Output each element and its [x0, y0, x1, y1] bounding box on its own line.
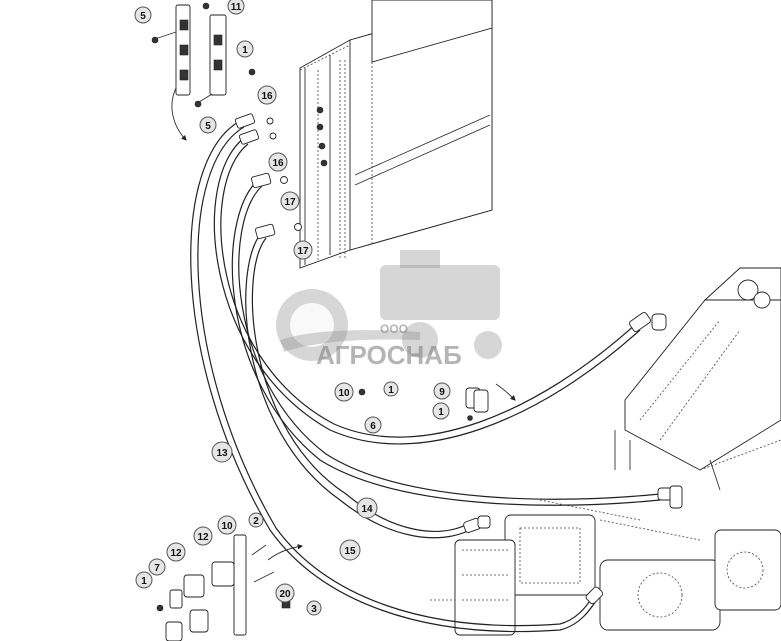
callout: 13	[211, 441, 233, 463]
callout: 1	[135, 571, 153, 589]
callout: 3	[306, 600, 322, 616]
hose-13	[190, 120, 599, 633]
svg-text:9: 9	[439, 387, 445, 398]
callout: 5	[134, 6, 152, 24]
callout: 12	[193, 526, 213, 546]
gear-harvester-logo-icon	[276, 250, 502, 361]
svg-text:11: 11	[231, 2, 242, 13]
svg-text:6: 6	[370, 421, 376, 432]
svg-text:17: 17	[297, 246, 309, 257]
callout: 17	[280, 191, 300, 211]
svg-text:16: 16	[261, 91, 273, 102]
svg-text:5: 5	[140, 11, 146, 22]
callout: 2	[248, 512, 264, 528]
svg-text:12: 12	[197, 532, 209, 543]
callout: 6	[364, 416, 382, 434]
callout: 10	[217, 515, 237, 535]
hose-15	[245, 231, 471, 539]
svg-text:1: 1	[242, 45, 248, 56]
callout: 1	[432, 402, 450, 420]
svg-text:10: 10	[221, 521, 233, 532]
callout: 10	[334, 382, 354, 402]
svg-text:1: 1	[141, 576, 147, 587]
svg-text:20: 20	[279, 589, 291, 600]
callout: 15	[339, 539, 361, 561]
callout: 5	[199, 116, 217, 134]
callout: 7	[148, 558, 166, 576]
watermark-brand: АГРОСНАБ	[316, 340, 462, 370]
machine-frame-assembly	[614, 267, 781, 491]
o-rings	[266, 106, 328, 231]
watermark-prefix: ООО	[380, 322, 408, 336]
callout: 16	[268, 152, 288, 172]
svg-text:10: 10	[338, 388, 350, 399]
svg-text:17: 17	[284, 197, 296, 208]
svg-text:13: 13	[216, 448, 228, 459]
svg-text:14: 14	[361, 504, 373, 515]
callout: 14	[356, 497, 378, 519]
hose-14	[231, 179, 661, 506]
bottom-bracket-assembly	[156, 534, 304, 641]
callout: 20	[275, 583, 295, 603]
svg-text:5: 5	[205, 121, 211, 132]
svg-text:15: 15	[344, 546, 356, 557]
callout: 9	[433, 382, 451, 400]
callout: 16	[257, 85, 277, 105]
watermark-logo: ООО АГРОСНАБ	[276, 250, 502, 370]
svg-text:2: 2	[253, 516, 259, 527]
callout: 17	[293, 240, 313, 260]
callout: 11	[227, 0, 245, 15]
svg-text:3: 3	[311, 604, 317, 615]
callout: 12	[166, 542, 186, 562]
callout: 1	[383, 381, 399, 397]
top-clamp-assembly	[151, 2, 256, 141]
svg-text:12: 12	[170, 548, 182, 559]
svg-text:16: 16	[272, 158, 284, 169]
callout: 1	[236, 40, 254, 58]
middle-clamp-parts	[358, 383, 516, 421]
hose-6	[213, 137, 641, 445]
callout-labels: 5 11 1 5 16 16 17 17 10 1 9 1 6 13 14 15…	[134, 0, 451, 616]
svg-text:1: 1	[438, 407, 444, 418]
cooler-radiator	[299, 0, 493, 269]
svg-text:7: 7	[154, 563, 160, 574]
hose-fittings	[234, 113, 683, 605]
valve-drive-assembly	[430, 499, 781, 636]
svg-text:1: 1	[388, 385, 394, 396]
